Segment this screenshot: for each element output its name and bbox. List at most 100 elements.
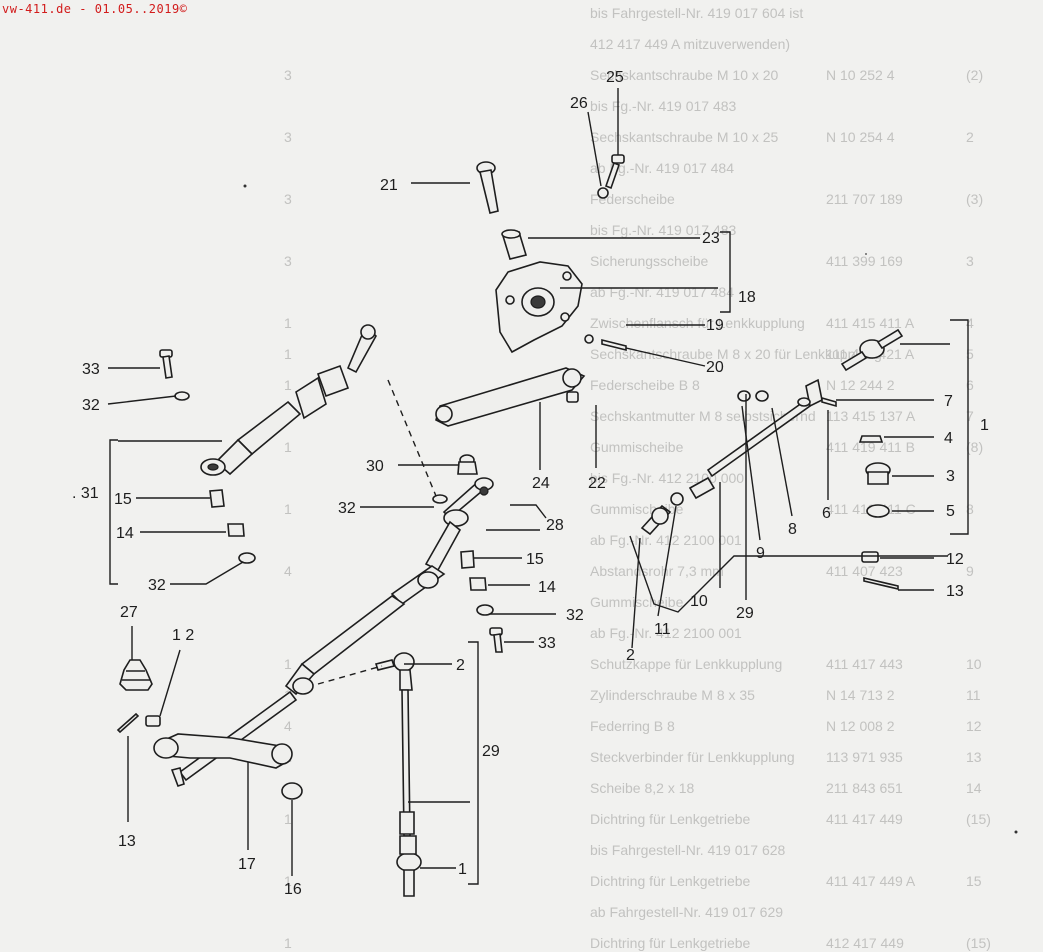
- bg-table-cell-pos: 8: [966, 501, 974, 517]
- leader-lines: [107, 88, 969, 885]
- bg-table-cell-pos: 12: [966, 718, 982, 734]
- bg-table-cell-pos: 5: [966, 346, 974, 362]
- bg-table-cell-qty: 1: [284, 346, 292, 362]
- callout-3: 3: [946, 468, 955, 485]
- callout-29-right: 29: [736, 605, 754, 622]
- bg-table-cell-desc: bis Fahrgestell-Nr. 419 017 628: [590, 842, 786, 858]
- bg-table-cell-desc: Sechskantschraube M 8 x 20 für Lenkkuppl…: [590, 346, 882, 362]
- bg-table-cell-part: N 14 713 2: [826, 687, 895, 703]
- callout-17: 17: [238, 856, 256, 873]
- callout-7: 7: [944, 393, 953, 410]
- bg-table-cell-desc: ab Fg.-Nr. 419 017 484: [590, 284, 734, 300]
- bg-table-cell-qty: 3: [284, 67, 292, 83]
- bg-table-cell-desc: Federscheibe B 8: [590, 377, 700, 393]
- bg-table-cell-part: N 10 252 4: [826, 67, 895, 83]
- bg-table-cell-pos: 2: [966, 129, 974, 145]
- callout-27: 27: [120, 604, 138, 621]
- part-33-bolt-right: [489, 627, 503, 653]
- part-13-cotter-pin-right: [863, 576, 899, 591]
- bg-table-cell-pos: (8): [966, 439, 983, 455]
- part-26-nut: [597, 187, 609, 199]
- bg-table-cell-qty: 1: [284, 315, 292, 331]
- bg-table-cell-desc: Sechskantmutter M 8 selbstsichernd: [590, 408, 816, 424]
- callout-10: 10: [690, 593, 708, 610]
- part-3-plug: [865, 462, 891, 485]
- bg-table-cell-qty: 1: [284, 439, 292, 455]
- bg-table-cell-qty: 1: [284, 873, 292, 889]
- bg-table-cell-part: N 12 244 2: [826, 377, 895, 393]
- callout-32-right: 32: [566, 607, 584, 624]
- callout-30: 30: [366, 458, 384, 475]
- callout-21: 21: [380, 177, 398, 194]
- part-28-track-rod: [178, 477, 494, 782]
- callout-5: 5: [946, 503, 955, 520]
- bg-table-cell-desc: Schutzkappe für Lenkkupplung: [590, 656, 782, 672]
- bg-table-cell-part: N 10 254 4: [826, 129, 895, 145]
- bg-table-cell-desc: Abstandsrohr 7,3 mm: [590, 563, 724, 579]
- bg-table-cell-part: 211 707 189: [826, 191, 903, 207]
- bg-table-cell-pos: 13: [966, 749, 982, 765]
- callout-1-right: 1: [980, 417, 989, 434]
- part-21-pin: [476, 161, 499, 214]
- callout-14-right: 14: [538, 579, 556, 596]
- bg-table-cell-part: 412 417 449: [826, 935, 904, 951]
- bg-table-cell-desc: ab Fg.-Nr. 412 2100 001: [590, 532, 742, 548]
- bg-table-cell-qty: 1: [284, 377, 292, 393]
- part-32-washer-left-top: [174, 391, 190, 401]
- part-4-cap: [858, 435, 884, 443]
- callout-25: 25: [606, 69, 624, 86]
- bg-table-cell-desc: Gummischeibe: [590, 501, 684, 517]
- bg-table-cell-part: N 12 008 2: [826, 718, 895, 734]
- part-15-sleeve-left: [209, 489, 225, 508]
- bg-table-cell-desc: Sechskantschraube M 10 x 20: [590, 67, 779, 83]
- part-9-washer: [737, 390, 751, 402]
- bg-table-cell-pos: 4: [966, 315, 974, 331]
- bg-table-cell-desc: ab Fg.-Nr. 412 2100 001: [590, 625, 742, 641]
- print-specks: [243, 184, 1018, 834]
- bg-table-cell-part: 411 419 411 B: [826, 439, 915, 455]
- bg-table-cell-desc: Dichtring für Lenkgetriebe: [590, 873, 751, 889]
- part-33-bolt-left: [159, 349, 173, 379]
- bg-table-cell-pos: (3): [966, 191, 983, 207]
- callout-14-left: 14: [116, 525, 134, 542]
- bg-table-cell-part: 411 417 449 A: [826, 873, 916, 889]
- part-20-bolt: [601, 338, 627, 352]
- bg-table-cell-qty: 3: [284, 253, 292, 269]
- part-23-bushing: [501, 229, 528, 260]
- callout-numbers: 25 26 21 23 18 19 20 33 32 . 31 15 14 32…: [72, 69, 989, 898]
- bg-table-cell-desc: 412 417 449 A mitzuverwenden): [590, 36, 790, 52]
- bg-table-cell-pos: (15): [966, 811, 991, 827]
- part-32-washer-right: [476, 604, 494, 616]
- bg-table-cell-pos: 7: [966, 408, 974, 424]
- part-27-boot: [119, 659, 153, 691]
- bg-table-cell-desc: Dichtring für Lenkgetriebe: [590, 811, 751, 827]
- callout-20: 20: [706, 359, 724, 376]
- callout-12-right: 12: [946, 551, 964, 568]
- bg-table-cell-pos: 15: [966, 873, 982, 889]
- part-7-tie-rod-end: [840, 328, 904, 372]
- callout-23: 23: [702, 230, 720, 247]
- callout-22: 22: [588, 475, 606, 492]
- part-30-cap: [457, 454, 478, 475]
- bg-table-cell-desc: ab Fahrgestell-Nr. 419 017 629: [590, 904, 783, 920]
- bg-table-cell-desc: Dichtring für Lenkgetriebe: [590, 935, 751, 951]
- bg-table-cell-part: 411 417 443: [826, 656, 903, 672]
- callout-32-center: 32: [338, 500, 356, 517]
- part-22-nut: [566, 391, 579, 403]
- callout-2-right: 2: [626, 647, 635, 664]
- bg-table-cell-part: 211 843 651: [826, 780, 903, 796]
- bg-table-cell-part: 411 399 169: [826, 253, 903, 269]
- part-18-housing: [495, 261, 583, 354]
- bg-table-cell-desc: bis Fg.-Nr. 412 2100 000: [590, 470, 744, 486]
- callout-11: 11: [654, 621, 671, 638]
- callout-28: 28: [546, 517, 564, 534]
- callout-4: 4: [944, 430, 953, 447]
- callout-33-right: 33: [538, 635, 556, 652]
- part-17-pitman-arm: [153, 733, 293, 788]
- callout-13-right: 13: [946, 583, 964, 600]
- part-13-cotter-pin-left: [116, 712, 140, 734]
- part-drawings: [116, 154, 904, 897]
- callout-2-lower: 2: [456, 657, 465, 674]
